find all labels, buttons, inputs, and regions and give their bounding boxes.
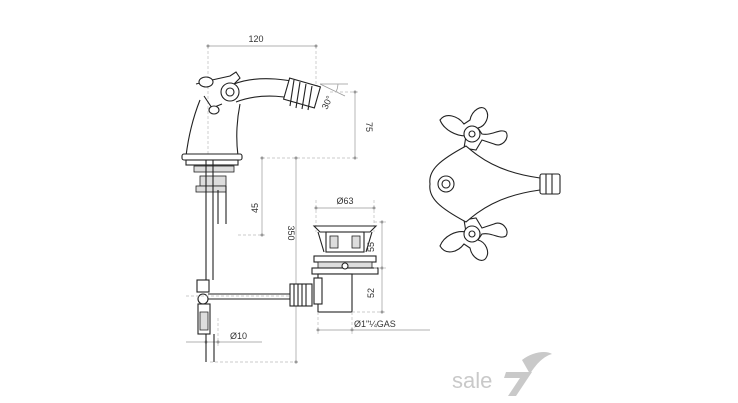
sale-7-logo	[504, 372, 532, 396]
dim-height-350: 350	[286, 225, 296, 240]
dim-height-52: 52	[366, 288, 376, 298]
dim-height-55: 55	[366, 242, 376, 252]
sale-brand-watermark: sale	[452, 352, 552, 396]
faucet-side-view	[181, 71, 322, 362]
dim-height-75: 75	[364, 122, 374, 132]
drain-waste-side-view: Ø63 55 52	[289, 196, 430, 334]
dim-width-120: 120	[248, 34, 263, 44]
brand-name: sale	[452, 368, 492, 393]
dim-diameter-63: Ø63	[336, 196, 353, 206]
logo-swoosh	[522, 352, 552, 374]
dim-angle-30: 30°	[320, 94, 335, 111]
faucet-top-view	[429, 107, 561, 261]
dim-diameter-10: Ø10	[230, 331, 247, 341]
dim-thread-gas: Ø1"¼GAS	[354, 319, 396, 329]
dim-height-45: 45	[250, 203, 260, 213]
side-view-dimensions: 120 30° 75 45 350 Ø10	[186, 34, 374, 364]
